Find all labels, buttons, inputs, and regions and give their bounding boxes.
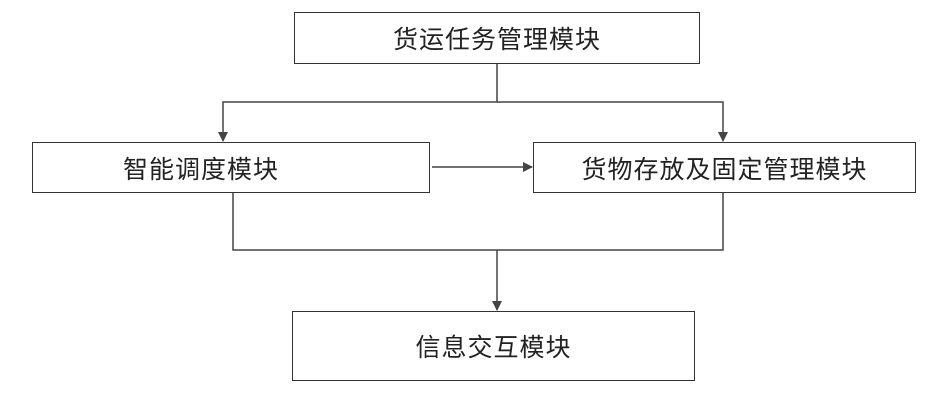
node-task-management: 货运任务管理模块 (294, 12, 700, 64)
edge-task-to-storage (497, 102, 723, 141)
node-info-interaction: 信息交互模块 (292, 311, 695, 381)
node-cargo-storage-label: 货物存放及固定管理模块 (581, 150, 867, 186)
edge-scheduling-to-merge (233, 193, 497, 250)
edge-storage-to-merge (497, 193, 723, 250)
node-cargo-storage: 货物存放及固定管理模块 (533, 142, 916, 193)
node-task-management-label: 货运任务管理模块 (393, 20, 601, 56)
node-intelligent-scheduling-label: 智能调度模块 (123, 150, 279, 186)
node-intelligent-scheduling: 智能调度模块 (32, 142, 430, 193)
node-info-interaction-label: 信息交互模块 (415, 328, 571, 364)
edge-task-to-scheduling (223, 64, 497, 141)
